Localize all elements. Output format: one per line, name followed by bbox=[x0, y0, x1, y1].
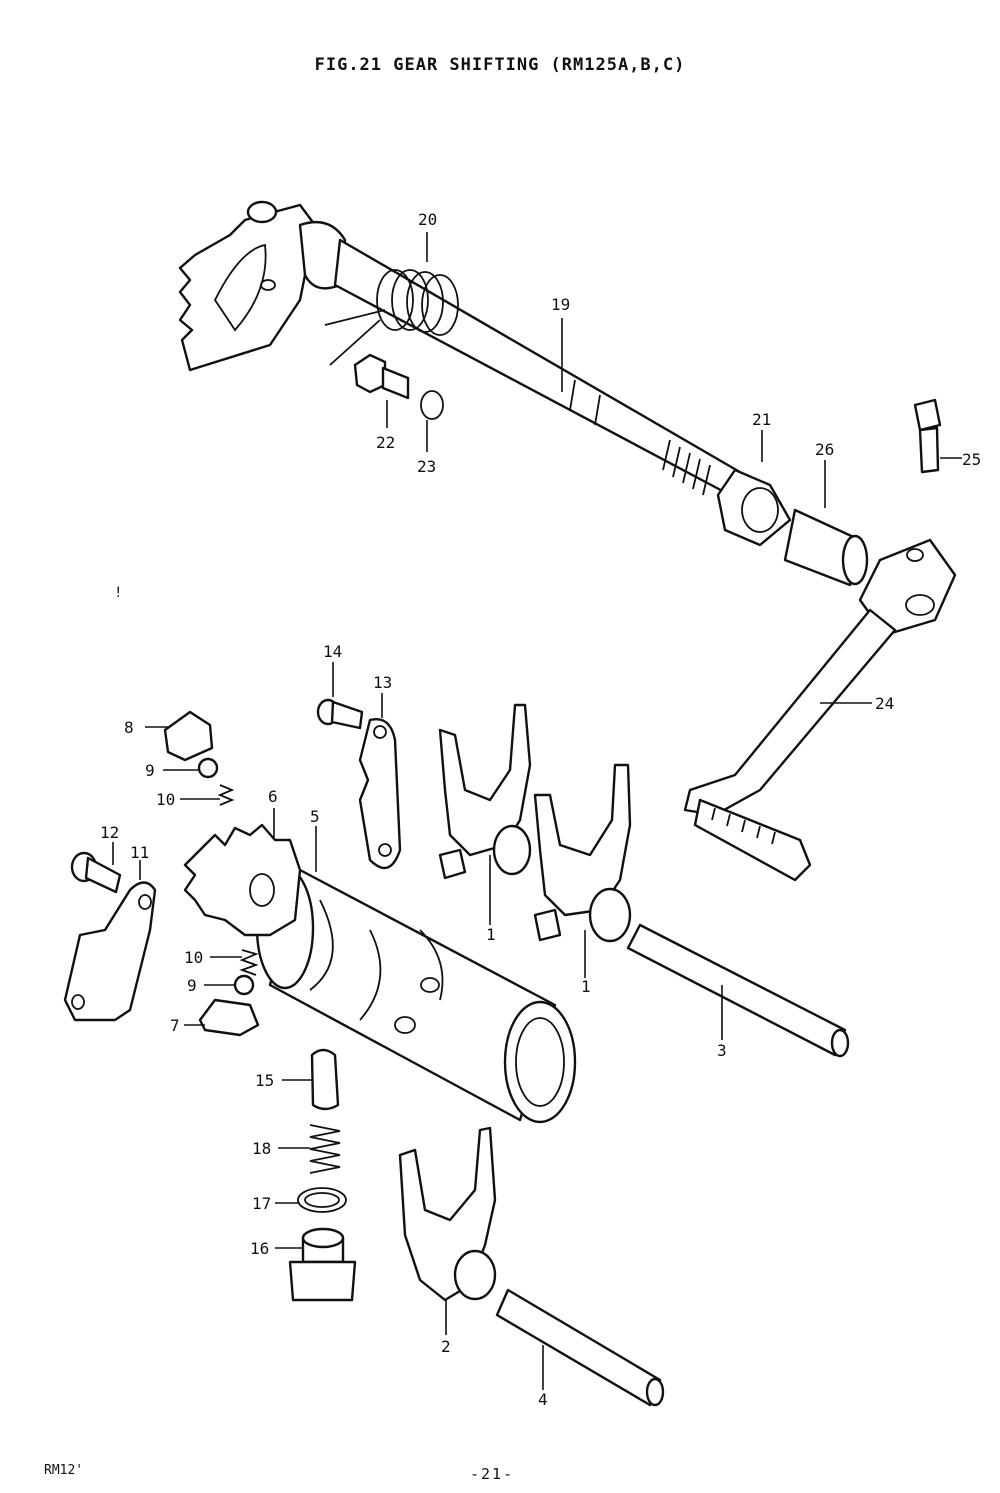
label-24: 24 bbox=[875, 694, 894, 713]
label-5: 5 bbox=[310, 807, 320, 826]
label-1-b: 1 bbox=[581, 977, 591, 996]
part-12-screw bbox=[70, 851, 122, 894]
leader-lines bbox=[112, 232, 962, 1390]
margin-mark: ! bbox=[114, 585, 123, 601]
label-1-a: 1 bbox=[486, 925, 496, 944]
part-23-circlip bbox=[420, 390, 444, 420]
label-10-upper: 10 bbox=[156, 790, 175, 809]
label-11: 11 bbox=[130, 843, 149, 862]
part-10-spring-upper bbox=[217, 784, 235, 806]
label-22: 22 bbox=[376, 433, 395, 452]
part-2-gear-shift-fork bbox=[398, 1126, 497, 1302]
label-2: 2 bbox=[441, 1337, 451, 1356]
part-9-pin-lower bbox=[233, 974, 255, 996]
part-19-gear-shift-shaft bbox=[178, 200, 747, 497]
part-24-gear-shift-lever bbox=[683, 538, 957, 882]
part-7-pawl bbox=[198, 998, 260, 1037]
footer-page-number: -21- bbox=[470, 1465, 515, 1483]
part-26-bushing bbox=[783, 508, 869, 587]
label-13: 13 bbox=[373, 673, 392, 692]
part-11-stopper-plate bbox=[63, 881, 157, 1022]
label-9-lower: 9 bbox=[187, 976, 197, 995]
label-8: 8 bbox=[124, 718, 134, 737]
label-15: 15 bbox=[255, 1071, 274, 1090]
part-1-gear-shift-fork-b bbox=[533, 763, 632, 943]
label-12: 12 bbox=[100, 823, 119, 842]
part-16-plug-bolt bbox=[288, 1227, 357, 1302]
part-17-washer bbox=[297, 1187, 347, 1213]
part-13-cam-stopper-plate bbox=[358, 718, 402, 870]
part-9-pin-upper bbox=[197, 757, 219, 779]
part-number-labels: 20 19 21 26 25 24 22 23 14 13 8 9 10 6 5… bbox=[100, 210, 981, 1409]
label-20: 20 bbox=[418, 210, 437, 229]
footer-model-code: RM12' bbox=[44, 1463, 84, 1478]
part-4-fork-shaft bbox=[495, 1288, 665, 1407]
part-1-gear-shift-fork-a bbox=[438, 703, 532, 880]
part-22-bolt bbox=[353, 353, 410, 400]
part-21-oil-seal bbox=[716, 468, 792, 547]
label-23: 23 bbox=[417, 457, 436, 476]
part-20-return-spring bbox=[324, 269, 459, 366]
part-14-screw bbox=[316, 698, 364, 730]
label-3: 3 bbox=[717, 1041, 727, 1060]
part-10-spring-lower bbox=[239, 949, 259, 976]
part-3-fork-shaft bbox=[626, 923, 850, 1058]
label-19: 19 bbox=[551, 295, 570, 314]
label-4: 4 bbox=[538, 1390, 548, 1409]
part-6-cam-gear bbox=[183, 823, 302, 937]
label-26: 26 bbox=[815, 440, 834, 459]
label-17: 17 bbox=[252, 1194, 271, 1213]
label-10-lower: 10 bbox=[184, 948, 203, 967]
figure-title: FIG.21 GEAR SHIFTING (RM125A,B,C) bbox=[314, 55, 686, 75]
label-9-upper: 9 bbox=[145, 761, 155, 780]
label-21: 21 bbox=[752, 410, 771, 429]
part-25-pinch-bolt bbox=[913, 398, 942, 474]
label-7: 7 bbox=[170, 1016, 180, 1035]
label-18: 18 bbox=[252, 1139, 271, 1158]
label-16: 16 bbox=[250, 1239, 269, 1258]
label-6: 6 bbox=[268, 787, 278, 806]
part-8-pawl bbox=[163, 710, 214, 762]
part-18-spring bbox=[309, 1124, 341, 1174]
part-15-plunger bbox=[310, 1048, 340, 1111]
part-5-gear-shift-cam bbox=[255, 866, 577, 1124]
label-14: 14 bbox=[323, 642, 342, 661]
label-25: 25 bbox=[962, 450, 981, 469]
